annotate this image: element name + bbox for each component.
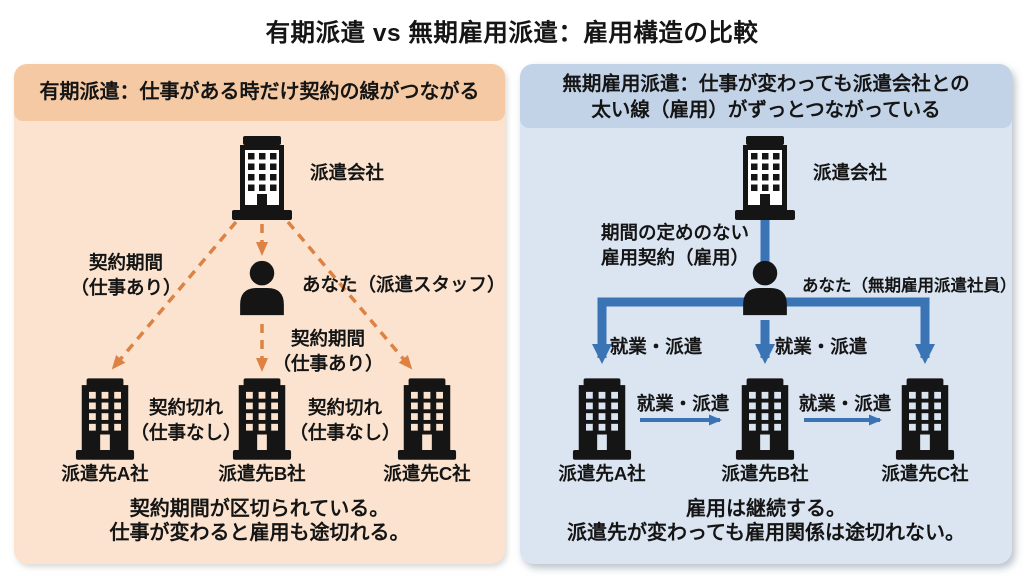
- indefinite-term-summary: 雇用は継続する。 派遣先が変わっても雇用関係は途切れない。: [567, 498, 965, 544]
- agency-building-icon: [733, 136, 797, 220]
- fixed-term-header: 有期派遣：仕事がある時だけ契約の線がつながる: [14, 64, 505, 121]
- indefinite-term-dispatch-panel: 無期雇用派遣：仕事が変わっても派遣会社との 太い線（雇用）がずっとつながっている…: [520, 64, 1017, 564]
- contract-expired-label-bc: 契約切れ （仕事なし）: [289, 397, 401, 443]
- company-b-label: 派遣先B社: [218, 463, 306, 484]
- company-c-label: 派遣先C社: [881, 463, 969, 484]
- work-dispatch-label-left: 就業・派遣: [609, 336, 703, 357]
- you-label: あなた（無期雇用派遣社員）: [802, 277, 1017, 295]
- employment-contract-label: 期間の定めのない 雇用契約（雇用）: [601, 222, 750, 268]
- company-b-label: 派遣先B社: [721, 463, 809, 484]
- company-c-label: 派遣先C社: [383, 463, 471, 484]
- indefinite-staff-person-icon: [737, 258, 793, 318]
- company-c-building-icon: [396, 378, 458, 460]
- contract-period-lower-label: 契約期間 （仕事あり）: [272, 328, 384, 374]
- agency-label: 派遣会社: [813, 162, 888, 183]
- agency-building-icon: [230, 136, 294, 220]
- work-dispatch-label-bc: 就業・派遣: [798, 393, 892, 414]
- indefinite-term-header: 無期雇用派遣：仕事が変わっても派遣会社との 太い線（雇用）がずっとつながっている: [520, 64, 1012, 128]
- you-label: あなた（派遣スタッフ）: [302, 274, 506, 295]
- fixed-term-summary: 契約期間が区切られている。 仕事が変わると雇用も途切れる。: [109, 498, 410, 544]
- page-title: 有期派遣 vs 無期雇用派遣：雇用構造の比較: [265, 20, 759, 47]
- company-a-label: 派遣先A社: [61, 463, 149, 484]
- company-b-building-icon: [734, 378, 796, 460]
- contract-period-upper-label: 契約期間 （仕事あり）: [70, 252, 182, 298]
- thick-arrow-to-company-c: [765, 297, 935, 364]
- contract-expired-label-ab: 契約切れ （仕事なし）: [130, 397, 242, 443]
- work-dispatch-label-center: 就業・派遣: [774, 336, 868, 357]
- company-a-label: 派遣先A社: [558, 463, 646, 484]
- fixed-term-arrows: [111, 220, 413, 372]
- fixed-term-dispatch-panel: 有期派遣：仕事がある時だけ契約の線がつながる 派遣会社 契約期間 （仕事あり） …: [14, 64, 506, 564]
- company-b-building-icon: [231, 378, 293, 460]
- work-dispatch-label-ab: 就業・派遣: [636, 393, 730, 414]
- agency-label: 派遣会社: [310, 162, 385, 183]
- indefinite-term-arrows: [592, 220, 935, 426]
- company-a-building-icon: [74, 378, 136, 460]
- dispatch-staff-person-icon: [234, 258, 290, 318]
- thick-arrow-to-company-a: [592, 297, 765, 364]
- company-a-building-icon: [571, 378, 633, 460]
- company-c-building-icon: [894, 378, 956, 460]
